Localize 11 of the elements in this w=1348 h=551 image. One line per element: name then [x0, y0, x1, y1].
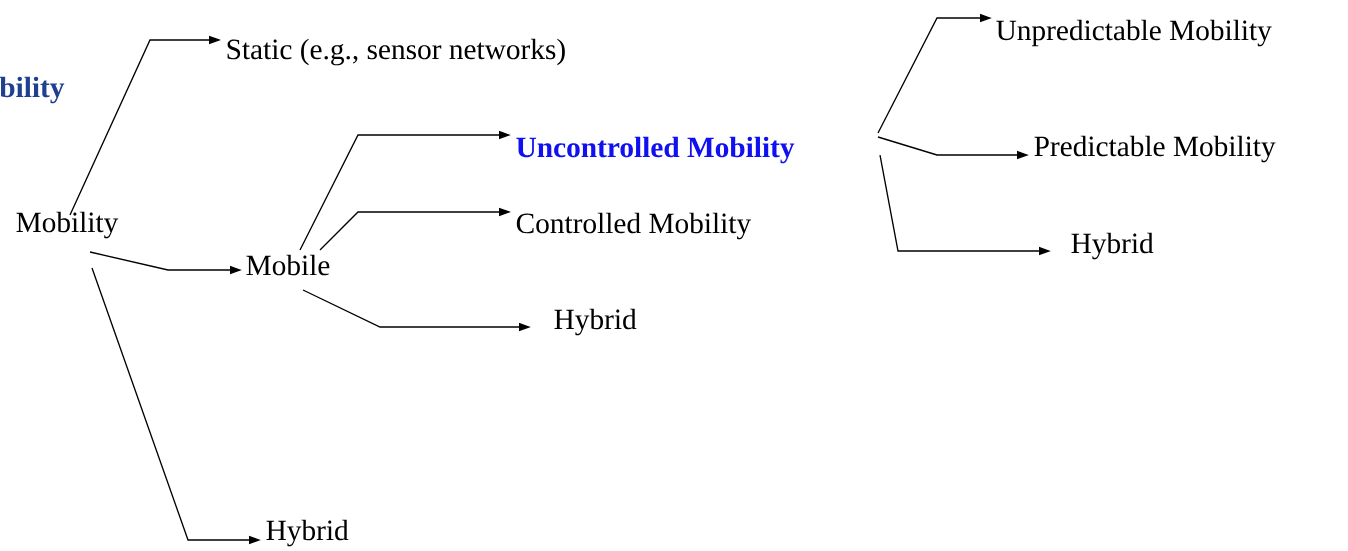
- node-label: Hybrid: [1071, 232, 1154, 260]
- node-label: Predictable Mobility: [1034, 135, 1276, 163]
- node-label: Uncontrolled Mobility: [516, 136, 795, 164]
- node-label: Mobility: [16, 211, 119, 239]
- node-label: Hybrid: [266, 519, 349, 547]
- node-label: Mobile: [246, 254, 330, 276]
- node-label: Hybrid: [554, 308, 637, 336]
- title: bility: [0, 76, 65, 104]
- node-label: Controlled Mobility: [516, 212, 751, 240]
- node-label: Unpredictable Mobility: [996, 19, 1272, 47]
- node-label: Static (e.g., sensor networks): [227, 38, 565, 66]
